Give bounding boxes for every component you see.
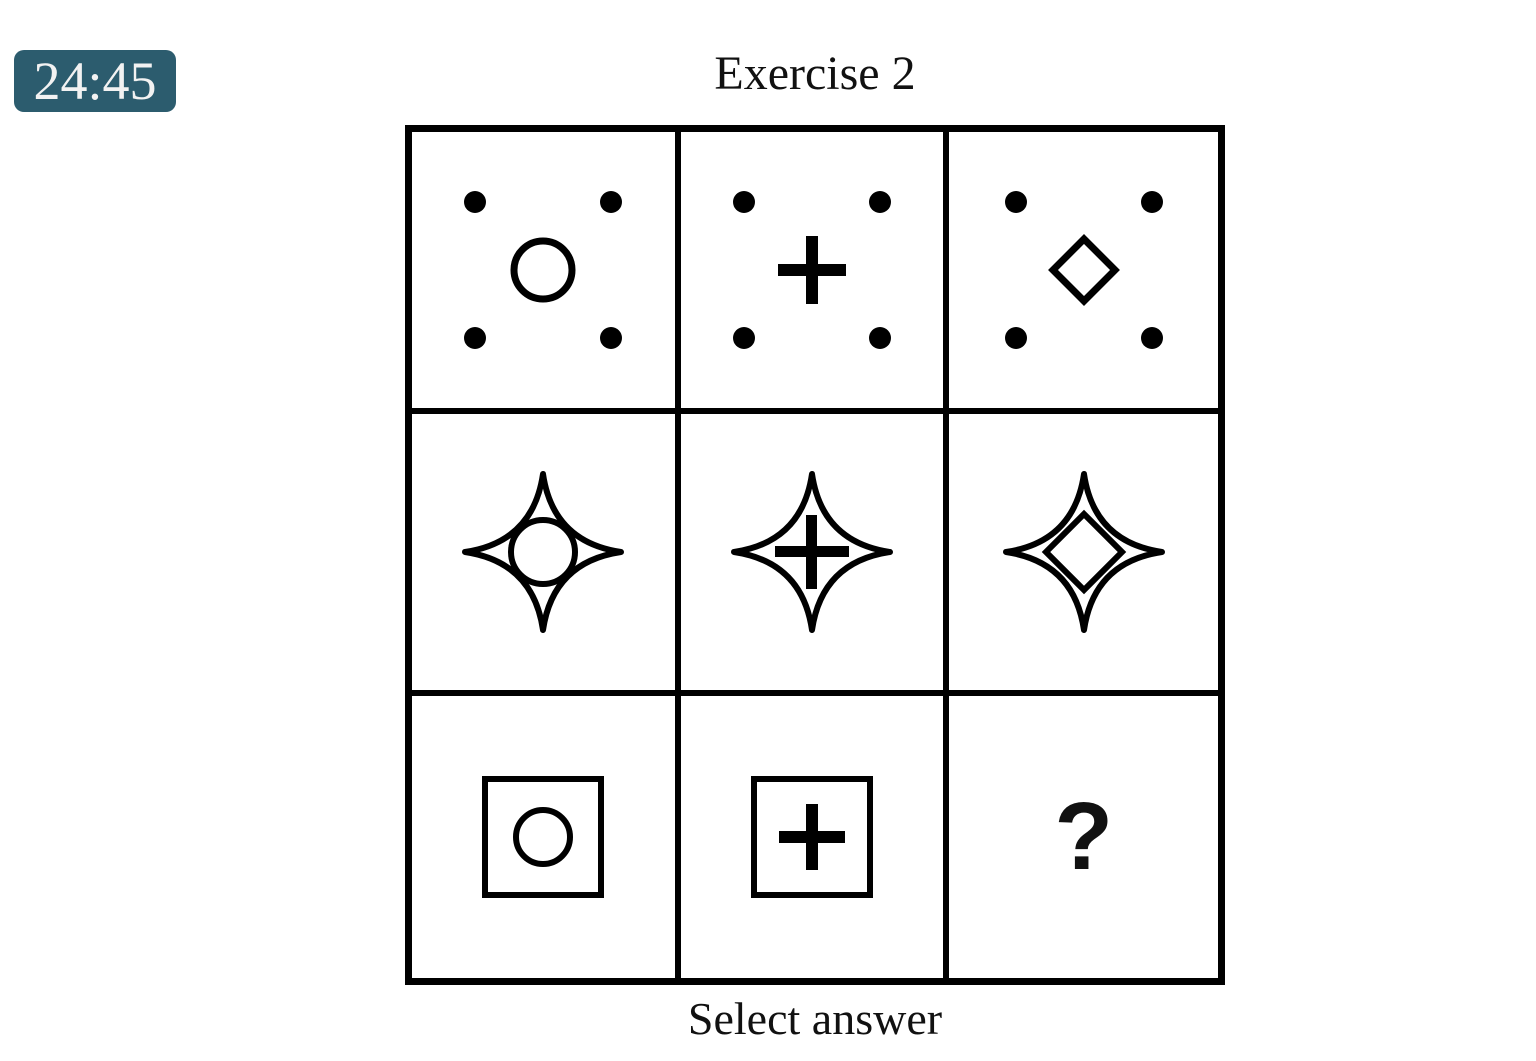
timer-badge: 24:45 [14, 50, 176, 112]
matrix-cell-r1c2[interactable] [680, 132, 950, 414]
question-mark-icon: ? [1054, 783, 1113, 890]
matrix-cell-r1c3[interactable] [949, 132, 1218, 414]
matrix-cell-r2c1[interactable] [412, 414, 681, 696]
matrix-cell-r3c3-missing[interactable]: ? [949, 696, 1218, 978]
matrix-cell-r3c2[interactable] [680, 696, 950, 978]
four-dots-plus-icon [732, 191, 891, 349]
square-circle-icon [482, 776, 605, 898]
matrix-cell-r1c1[interactable] [412, 132, 681, 414]
four-dots-diamond-icon [1004, 191, 1163, 349]
page-title: Exercise 2 [714, 47, 916, 100]
timer-value: 24:45 [33, 51, 157, 111]
star-diamond-icon [1002, 471, 1165, 633]
star-plus-icon [730, 471, 893, 633]
matrix-cell-r2c3[interactable] [949, 414, 1218, 696]
square-plus-icon [750, 776, 873, 898]
matrix-cell-r3c1[interactable] [412, 696, 681, 978]
matrix-cell-r2c2[interactable] [680, 414, 950, 696]
matrix-grid: ? [405, 125, 1225, 985]
four-dots-circle-icon [464, 191, 623, 349]
star-circle-icon [462, 471, 625, 633]
select-answer-label: Select answer [687, 993, 943, 1044]
